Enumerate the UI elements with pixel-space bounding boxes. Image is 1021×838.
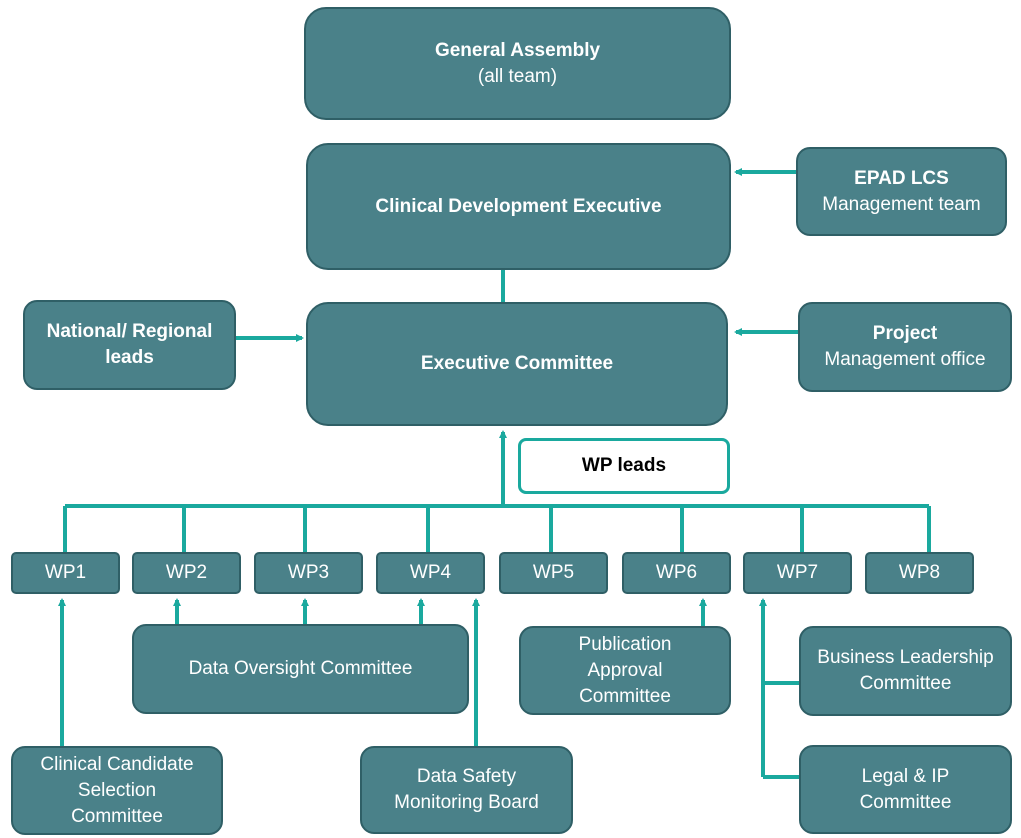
dsmb-line2: Monitoring Board [394,792,539,813]
epad-lcs-title: EPAD LCS [854,167,949,189]
dsmb-line1: Data Safety [416,766,517,787]
legal-ip-committee-box: Legal & IP Committee [799,745,1012,834]
project-subtitle: Management office [824,349,986,370]
publication-approval-committee-box: Publication Approval Committee [519,626,731,715]
clinical-development-executive-title: Clinical Development Executive [375,195,662,217]
data-oversight-committee-box: Data Oversight Committee [132,624,469,714]
executive-committee-title: Executive Committee [420,353,614,374]
wp3-box: WP3 [254,552,363,594]
publication-line3: Committee [579,685,671,707]
national-regional-leads-box: National/ Regional leads [23,300,236,390]
business-leadership-line1: Business Leadership [817,647,994,668]
clinical-candidate-line1: Clinical Candidate [40,753,194,775]
project-title: Project [872,323,938,344]
publication-line1: Publication [578,633,672,655]
business-leadership-line2: Committee [859,673,952,694]
wp8-box: WP8 [865,552,974,594]
epad-lcs-box: EPAD LCS Management team [796,147,1007,236]
national-leads-line2: leads [105,347,154,368]
epad-lcs-subtitle: Management team [822,193,981,215]
data-oversight-committee-title: Data Oversight Committee [188,658,413,679]
wp7-box: WP7 [743,552,852,594]
business-leadership-committee-box: Business Leadership Committee [799,626,1012,716]
data-safety-monitoring-board-box: Data Safety Monitoring Board [360,746,573,834]
general-assembly-title: General Assembly [434,39,601,61]
publication-line2: Approval [587,659,663,681]
legal-ip-line2: Committee [859,791,952,813]
wp2-box: WP2 [132,552,241,594]
wp-leads-label: WP leads [518,438,730,494]
general-assembly-subtitle: (all team) [477,65,558,87]
wp4-box: WP4 [376,552,485,594]
wp5-box: WP5 [499,552,608,594]
project-management-office-box: Project Management office [798,302,1012,392]
executive-committee-box: Executive Committee [306,302,728,426]
national-leads-line1: National/ Regional [46,321,213,342]
clinical-candidate-selection-committee-box: Clinical Candidate Selection Committee [11,746,223,835]
legal-ip-line1: Legal & IP [861,765,950,787]
clinical-candidate-line2: Selection [77,779,157,801]
wp6-box: WP6 [622,552,731,594]
clinical-development-executive-box: Clinical Development Executive [306,143,731,270]
wp1-box: WP1 [11,552,120,594]
general-assembly-box: General Assembly (all team) [304,7,731,120]
clinical-candidate-line3: Committee [71,805,163,827]
